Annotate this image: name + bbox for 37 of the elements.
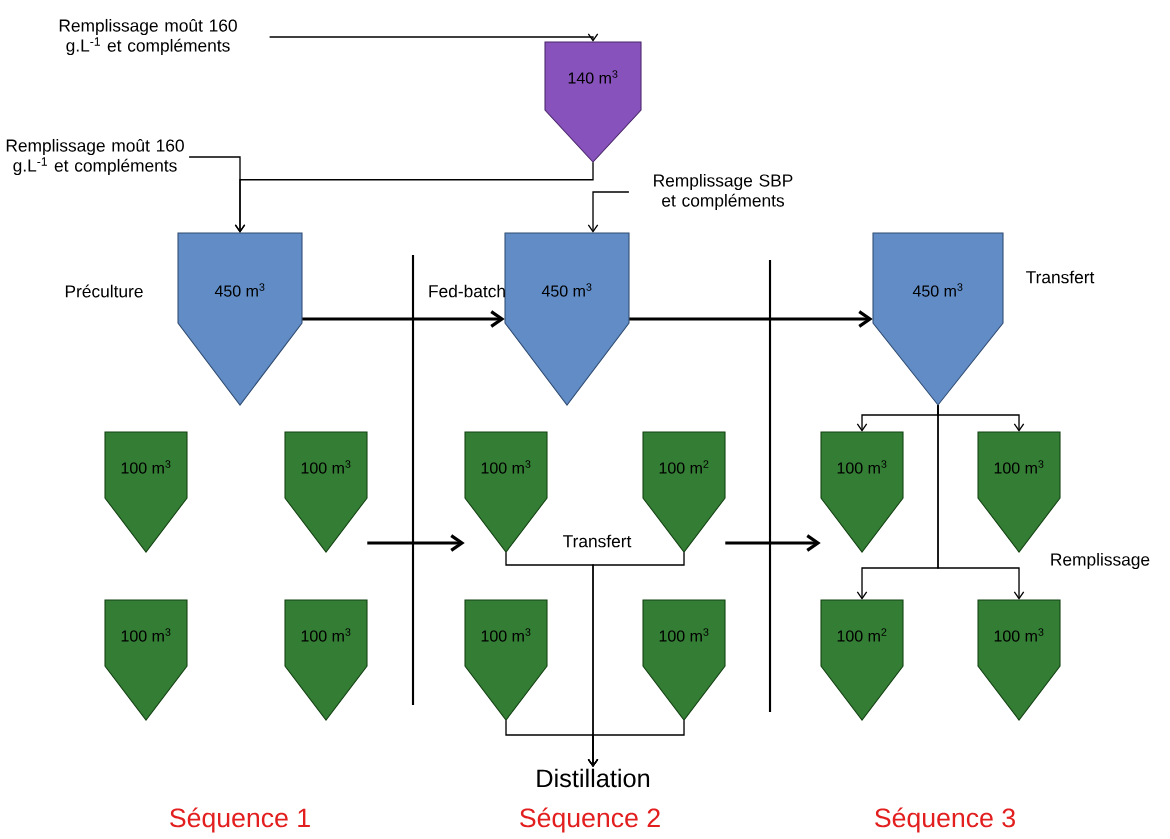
arrow xyxy=(587,719,685,768)
flow-label: Distillation xyxy=(537,768,650,788)
arrow xyxy=(629,310,873,328)
side-label: Préculture xyxy=(65,284,143,298)
side-label: Fed-batch xyxy=(429,284,505,298)
arrow xyxy=(268,33,599,42)
tank: 100 m$^{3}$ xyxy=(284,431,368,553)
edge-label: Transfert xyxy=(563,534,632,548)
arrow xyxy=(302,310,505,328)
tank: 450 m$^{3}$ xyxy=(504,232,630,406)
flow-label: Remplissage moût 160 g.L$^{-1}$ et compléments xyxy=(59,18,237,56)
tank: 100 m$^{3}$ xyxy=(464,599,548,721)
arrow xyxy=(937,404,1025,600)
side-label: Transfert xyxy=(1026,270,1095,284)
tank: 100 m$^{3}$ xyxy=(284,599,368,721)
tank: 100 m$^{3}$ xyxy=(977,431,1061,553)
tank: 450 m$^{3}$ xyxy=(177,232,303,406)
flow-label: Remplissage xyxy=(1051,552,1150,570)
tank: 100 m$^{3}$ xyxy=(104,599,188,721)
tank: 450 m$^{3}$ xyxy=(872,232,1004,406)
tank: 100 m$^{3}$ xyxy=(642,599,726,721)
tank: 100 m$^{2}$ xyxy=(642,431,726,553)
tank: 100 m$^{2}$ xyxy=(820,599,904,721)
arrow xyxy=(587,191,630,233)
flow-label: Remplissage moût 160 g.L$^{-1}$ et compléments xyxy=(6,138,184,176)
tank: 140 m$^{3}$ xyxy=(544,41,642,163)
tank: 100 m$^{3}$ xyxy=(820,431,904,553)
arrow xyxy=(188,156,246,233)
sequence-title: Séquence 3 xyxy=(875,807,1015,833)
tank: 100 m$^{3}$ xyxy=(464,431,548,553)
tank: 100 m$^{3}$ xyxy=(977,599,1061,721)
flow-label: Remplissage SBP et compléments xyxy=(654,173,793,211)
tank: 100 m$^{3}$ xyxy=(104,431,188,553)
arrow xyxy=(367,534,465,552)
sequence-title: Séquence 1 xyxy=(170,807,310,833)
arrow xyxy=(725,534,821,552)
sequence-title: Séquence 2 xyxy=(520,807,660,833)
